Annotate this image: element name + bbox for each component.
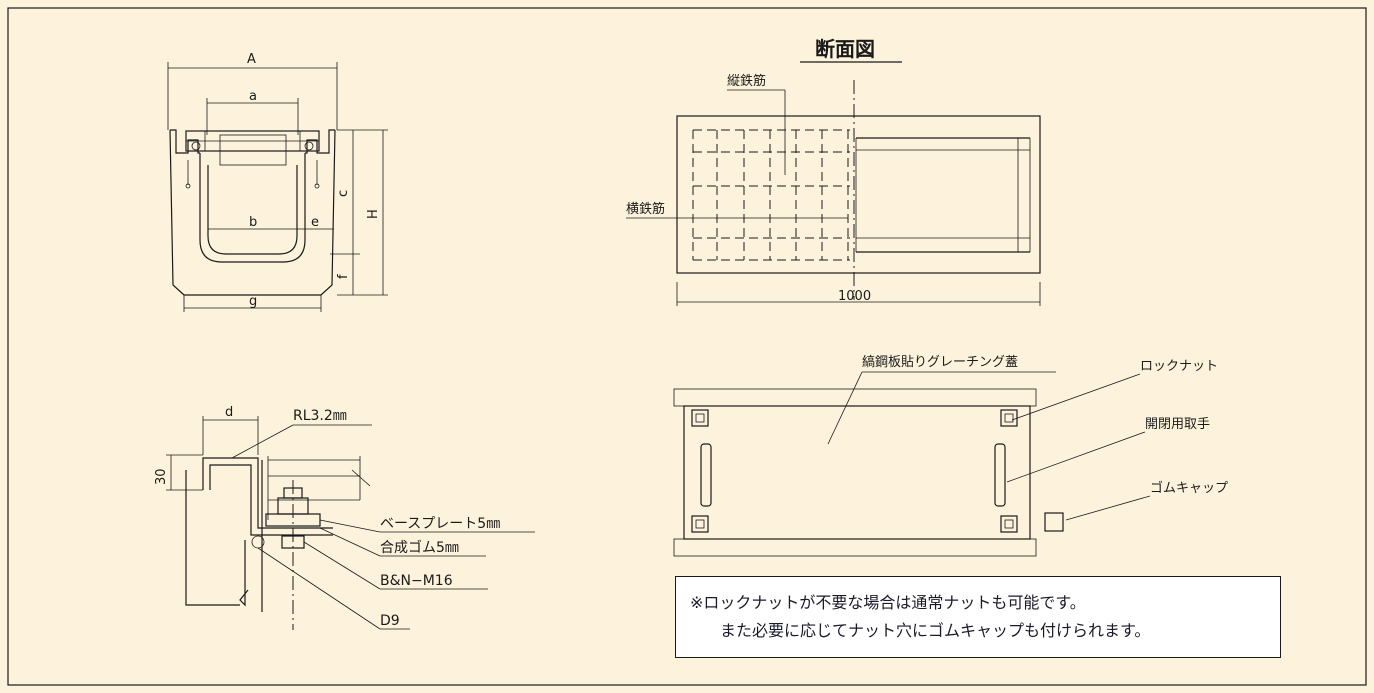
dim-g-label: g bbox=[249, 294, 257, 309]
sheet-border bbox=[7, 7, 1367, 686]
rebar-d9-label: D9 bbox=[380, 613, 400, 629]
dim-30-label: 30 bbox=[154, 468, 169, 485]
grating-cover-label: 縞鋼板貼りグレーチング蓋 bbox=[862, 354, 1018, 370]
dim-f-label: f bbox=[336, 274, 351, 279]
dim-b-label: b bbox=[249, 215, 257, 230]
base-plate-label: ベースプレート5㎜ bbox=[380, 516, 500, 532]
length-1000-label: 1000 bbox=[838, 289, 871, 304]
checker-plate-grating bbox=[683, 405, 1031, 540]
vertical-rebar-label: 縦鉄筋 bbox=[727, 73, 766, 89]
right-handle bbox=[994, 443, 1006, 507]
note-line-1: ※ロックナットが不要な場合は通常ナットも可能です。 bbox=[690, 593, 1086, 612]
edge-detail: d 30 RL3.2㎜ ベースプレート5㎜ 合成 bbox=[154, 405, 535, 630]
radius-label: RL3.2㎜ bbox=[293, 408, 347, 424]
channel-cross-section: A a b e c f H bbox=[167, 52, 388, 312]
rubber-cap-label: ゴムキャップ bbox=[1150, 480, 1228, 496]
dim-c-label: c bbox=[336, 190, 351, 197]
dim-e-label: e bbox=[311, 215, 319, 230]
left-handle bbox=[700, 443, 712, 507]
note-line-2: また必要に応じてナット穴にゴムキャップも付けられます。 bbox=[720, 621, 1151, 640]
dim-H-label: H bbox=[366, 209, 381, 219]
rubber-label: 合成ゴム5㎜ bbox=[380, 539, 459, 556]
handle-label: 開閉用取手 bbox=[1145, 417, 1210, 432]
plan-view: 縞鋼板貼りグレーチング蓋 ロックナット 開閉用取手 ゴムキャップ bbox=[673, 354, 1228, 557]
dim-A-label: A bbox=[247, 52, 256, 67]
note-box: ※ロックナットが不要な場合は通常ナットも可能です。 また必要に応じてナット穴にゴ… bbox=[675, 576, 1281, 658]
section-view: 断面図 縦鉄筋 横鉄筋 1000 bbox=[626, 37, 1041, 306]
rubber-cap-icon bbox=[1044, 512, 1064, 532]
dim-a-label: a bbox=[249, 89, 257, 104]
section-title: 断面図 bbox=[815, 37, 875, 61]
bolt-label: B&N−M16 bbox=[380, 573, 453, 589]
lock-nut-icons bbox=[691, 409, 1018, 533]
horizontal-rebar-label: 横鉄筋 bbox=[626, 201, 665, 217]
dim-d-label: d bbox=[225, 405, 233, 420]
lock-nut-label: ロックナット bbox=[1140, 359, 1218, 374]
